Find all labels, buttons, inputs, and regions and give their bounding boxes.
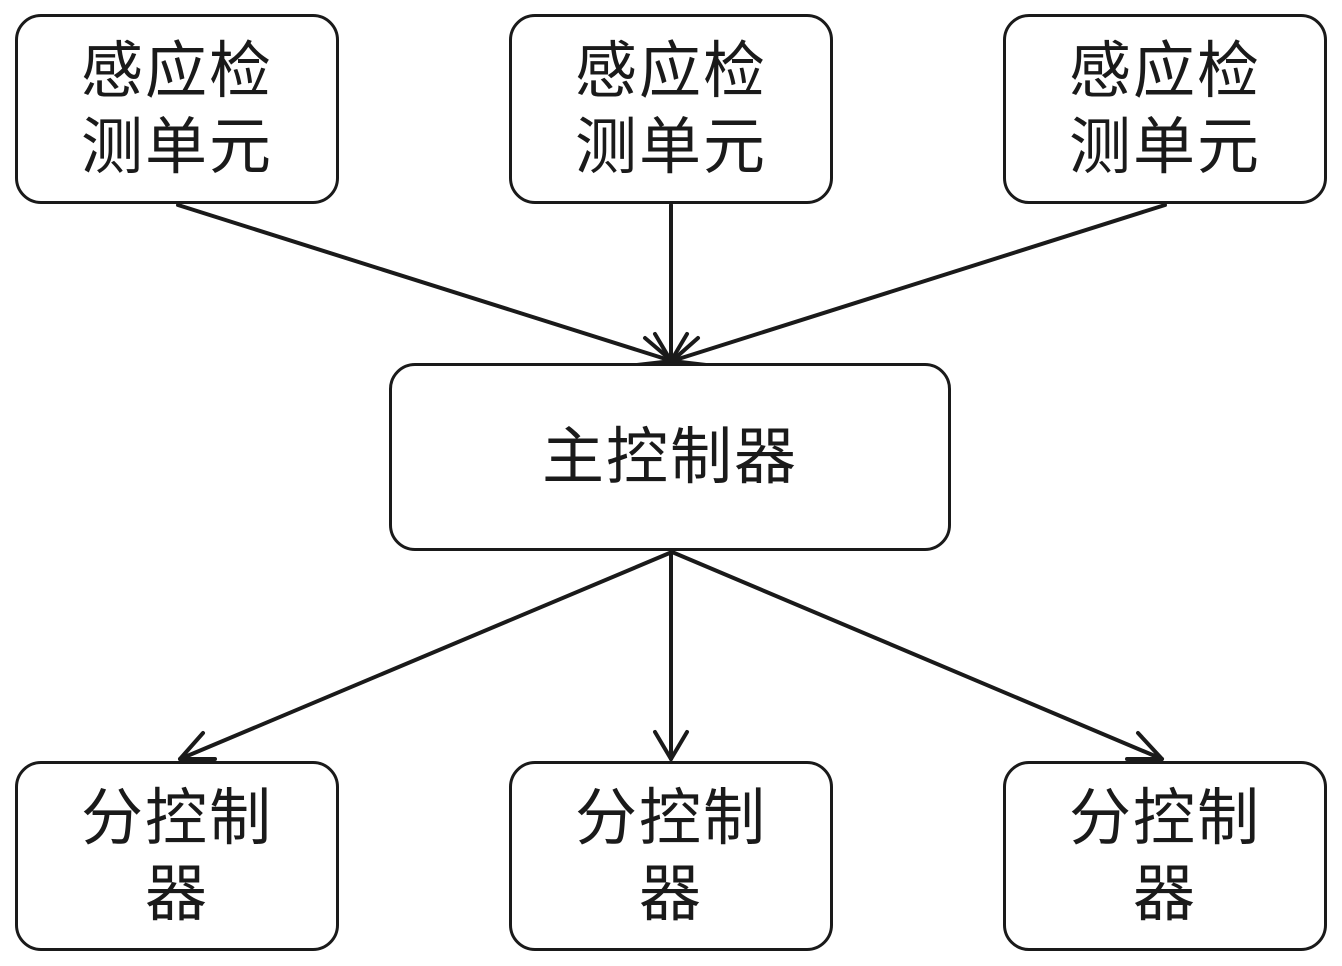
main-controller: 主控制器 <box>389 363 951 551</box>
arrowhead-sub-2 <box>653 730 689 761</box>
sub-controller-2: 分控制器 <box>509 761 833 951</box>
sensor-detection-unit-label: 感应检测单元 <box>80 34 273 183</box>
sensor-detection-unit-2: 感应检测单元 <box>509 14 833 204</box>
sub-controller-3: 分控制器 <box>1003 761 1327 951</box>
arrow-sensor-1-to-main <box>176 203 674 363</box>
arrow-main-to-sub-3 <box>670 550 1164 761</box>
main-controller-label: 主控制器 <box>541 420 798 493</box>
sub-controller-1: 分控制器 <box>15 761 339 951</box>
arrowhead-sub-3 <box>1125 731 1164 761</box>
sensor-detection-unit-3: 感应检测单元 <box>1003 14 1327 204</box>
sub-controller-label: 分控制器 <box>80 781 273 930</box>
arrow-main-to-sub-1 <box>178 550 674 761</box>
sensor-detection-unit-1: 感应检测单元 <box>15 14 339 204</box>
sensor-detection-unit-label: 感应检测单元 <box>574 34 767 183</box>
arrowhead-sub-1 <box>178 731 217 761</box>
sub-controller-label: 分控制器 <box>1068 781 1261 930</box>
arrow-sensor-3-to-main <box>670 203 1167 363</box>
sub-controller-label: 分控制器 <box>574 781 767 930</box>
sensor-detection-unit-label: 感应检测单元 <box>1068 34 1261 183</box>
